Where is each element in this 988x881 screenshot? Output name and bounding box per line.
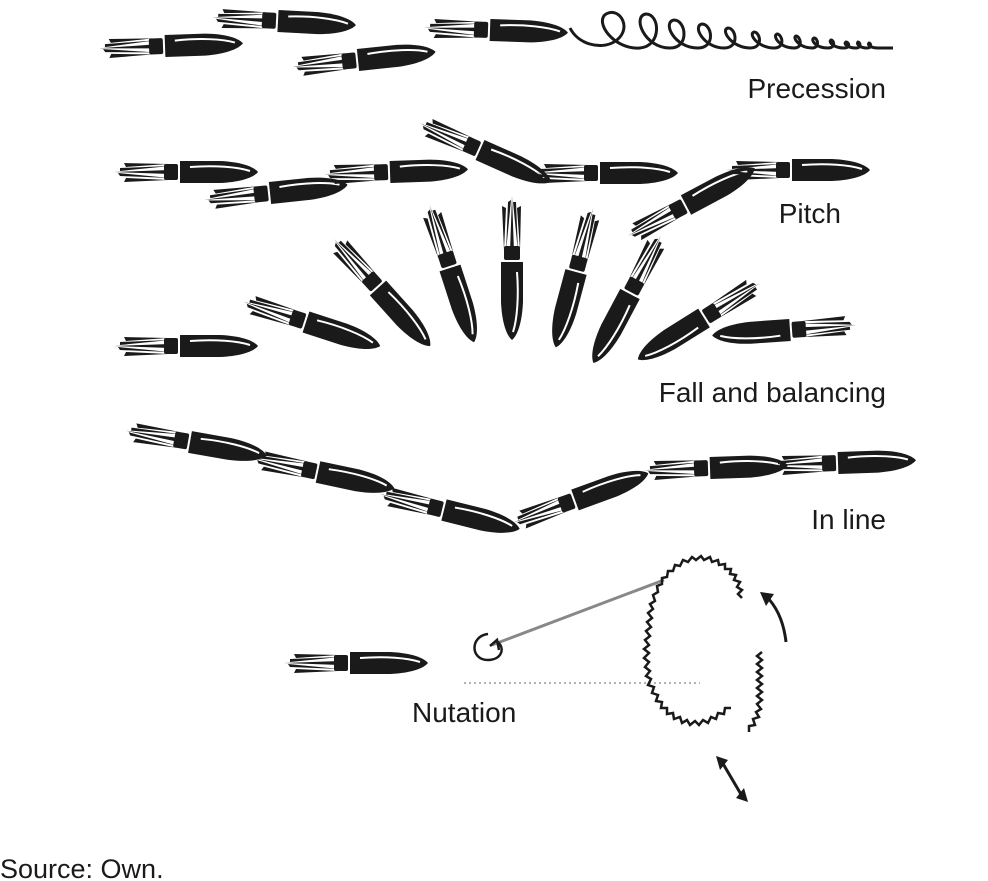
inline-group: In line bbox=[122, 418, 918, 541]
bullet-fall-2 bbox=[238, 290, 385, 358]
bullet-inline-4 bbox=[508, 461, 654, 534]
bullet-inline-2 bbox=[250, 446, 398, 500]
bullet-nutation bbox=[283, 651, 429, 675]
bullet-inline-3 bbox=[376, 482, 524, 541]
precession-spiral bbox=[568, 10, 893, 50]
bullet-pitch-1 bbox=[113, 160, 259, 184]
bullet-fall-9 bbox=[710, 313, 858, 348]
nutation-small-circle bbox=[473, 632, 503, 662]
bullet-fall-5 bbox=[500, 195, 524, 341]
bullet-pitch-7 bbox=[725, 158, 871, 182]
bullet-precession-1 bbox=[97, 31, 245, 61]
label-fall-and-balancing: Fall and balancing bbox=[659, 377, 886, 408]
nutation-pointer-line bbox=[491, 578, 665, 647]
bullet-pitch-3 bbox=[322, 157, 470, 187]
label-in-line: In line bbox=[811, 504, 886, 535]
nutation-wavy-orbit bbox=[641, 554, 745, 727]
source-caption: Source: Own. bbox=[0, 854, 164, 881]
bullet-precession-4 bbox=[422, 15, 570, 45]
pitch-group: Pitch bbox=[113, 112, 871, 247]
bullet-inline-1 bbox=[122, 418, 270, 468]
double-arrow-head-top-icon bbox=[716, 756, 728, 770]
bullet-precession-2 bbox=[210, 5, 358, 38]
bullet-fall-4 bbox=[418, 200, 486, 347]
nutation-wavy-right-arc bbox=[747, 651, 765, 732]
fall-group: Fall and balancing bbox=[113, 195, 886, 408]
rotation-arrow-icon bbox=[764, 594, 788, 643]
bullet-inline-5 bbox=[642, 453, 790, 483]
double-arrow-icon bbox=[720, 761, 744, 797]
label-nutation: Nutation bbox=[412, 697, 516, 728]
rotation-arrowhead-icon bbox=[760, 592, 774, 606]
bullet-inline-6 bbox=[770, 448, 918, 478]
bullet-fall-1 bbox=[113, 334, 259, 358]
nutation-group: Nutation bbox=[283, 554, 788, 802]
double-arrow-head-bottom-icon bbox=[736, 788, 748, 802]
bullet-fall-6 bbox=[544, 204, 605, 352]
bullet-fall-8 bbox=[631, 272, 767, 370]
bullet-pitch-5 bbox=[533, 161, 679, 185]
precession-group: Precession bbox=[97, 5, 893, 104]
bullet-precession-3 bbox=[290, 39, 438, 79]
label-pitch: Pitch bbox=[779, 198, 841, 229]
label-precession: Precession bbox=[747, 73, 886, 104]
